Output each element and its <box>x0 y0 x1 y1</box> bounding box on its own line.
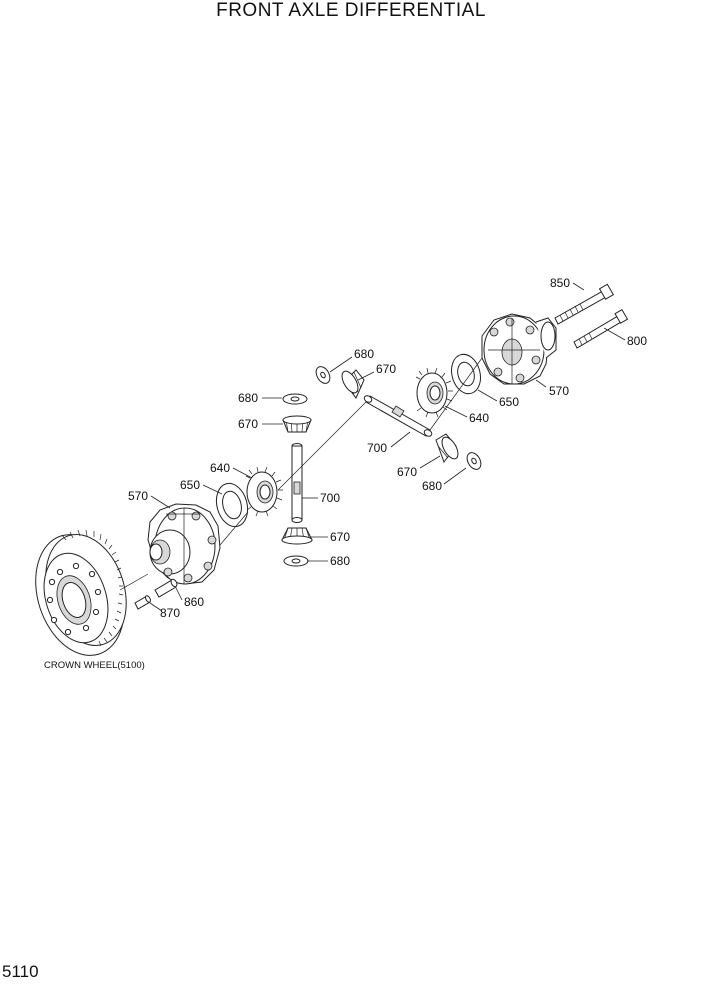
callout-670-bottom: 670 <box>330 530 350 544</box>
pinion-gear-right-bottom <box>435 433 459 464</box>
callout-700-left: 700 <box>320 491 340 505</box>
callout-670-left: 670 <box>238 417 258 431</box>
pinion-washer-left-top <box>282 393 308 405</box>
pinion-gear-left-top <box>282 415 312 433</box>
bolt-850 <box>554 283 615 325</box>
roll-pin-860 <box>154 578 178 598</box>
thrust-washer-right <box>451 353 481 395</box>
pinion-washer-left-bottom <box>283 555 309 567</box>
pinion-washer-right-bottom <box>466 452 482 470</box>
callout-680-top: 680 <box>354 347 374 361</box>
callout-650-right: 650 <box>499 395 519 409</box>
callout-640-right: 640 <box>469 411 489 425</box>
page-title: FRONT AXLE DIFFERENTIAL <box>216 0 486 21</box>
callout-680-bottom: 680 <box>330 554 350 568</box>
bolt-800 <box>573 308 629 349</box>
crown-wheel <box>35 529 127 656</box>
callout-680-right-lower: 680 <box>422 479 442 493</box>
page-number: 5110 <box>2 962 39 981</box>
callout-670-right-lower: 670 <box>397 465 417 479</box>
callout-570-right: 570 <box>549 384 569 398</box>
thrust-washer-left <box>215 482 249 528</box>
spider-shaft-left <box>291 443 303 523</box>
callout-800: 800 <box>627 334 647 348</box>
pinion-washer-right-top <box>315 366 331 384</box>
crown-wheel-caption: CROWN WHEEL(5100) <box>44 660 145 671</box>
callout-870: 870 <box>160 606 180 620</box>
callout-860: 860 <box>184 595 204 609</box>
callout-850: 850 <box>550 276 570 290</box>
callout-700-right: 700 <box>367 441 387 455</box>
differential-case-left <box>147 503 221 585</box>
differential-case-right <box>481 313 557 385</box>
pinion-gear-left-bottom <box>281 527 313 545</box>
callout-570-left: 570 <box>128 489 148 503</box>
roll-pin-870 <box>134 595 151 610</box>
leader-lines <box>149 282 626 612</box>
callout-680-left: 680 <box>238 391 258 405</box>
callout-640-left: 640 <box>210 461 230 475</box>
side-gear-right <box>415 367 453 418</box>
callout-670-top: 670 <box>376 362 396 376</box>
side-gear-left <box>245 466 283 517</box>
pinion-gear-right-top <box>341 369 365 399</box>
callout-650-left: 650 <box>180 478 200 492</box>
